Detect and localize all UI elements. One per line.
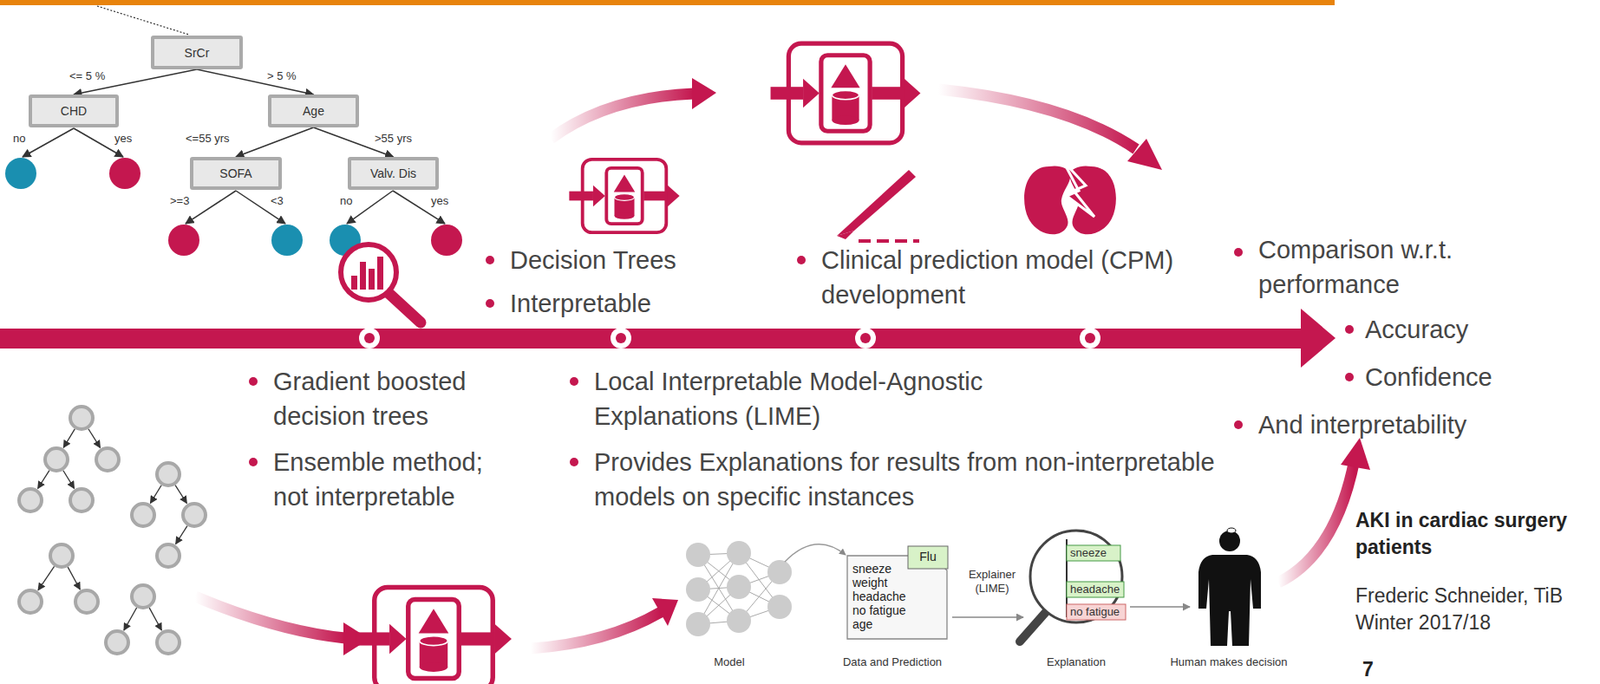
caption-label: Human makes decision	[1163, 655, 1294, 670]
branch-label: yes	[114, 131, 132, 146]
branch-label: >=3	[169, 194, 190, 209]
node-text: Valv. Dis	[370, 166, 417, 181]
tree-link	[38, 470, 50, 490]
tree-node-icon	[45, 448, 68, 471]
feature-text: age	[852, 617, 873, 632]
bullet-text: Ensemble method; not interpretable	[273, 444, 508, 515]
caption-label: Data and Prediction	[835, 655, 949, 670]
decision-node: CHD	[28, 94, 119, 128]
node-text: CHD	[60, 104, 87, 118]
branch-label: >55 yrs	[372, 131, 414, 146]
bullet-text: Clinical prediction model (CPM) developm…	[821, 242, 1186, 313]
branch-label: yes	[431, 194, 449, 209]
neuron	[685, 577, 711, 602]
tree-node-icon	[131, 585, 155, 608]
neuron	[726, 608, 752, 634]
tree-node-icon	[156, 463, 180, 486]
feature-text: sneeze	[852, 561, 892, 576]
feature-text: no fatigue	[852, 603, 907, 618]
neuron	[767, 594, 792, 620]
tree-link	[63, 470, 75, 490]
tree-node-icon	[156, 631, 180, 654]
bullet-text: Confidence	[1364, 359, 1565, 395]
branch-label: no	[13, 131, 26, 146]
tree-link	[176, 526, 188, 545]
tree-node-icon	[96, 448, 119, 471]
tree-node-icon	[156, 544, 180, 568]
slide-title: AKI in cardiac surgery patients	[1355, 507, 1581, 562]
tree-node-icon	[182, 503, 206, 527]
tree-branch	[196, 69, 314, 95]
caption-label: Explanation	[1037, 655, 1116, 670]
tree-node-icon	[70, 406, 93, 430]
caption-label: Model	[703, 655, 756, 670]
explanation-bar-text: no fatigue	[1070, 605, 1120, 620]
node-text: SrCr	[184, 45, 210, 60]
bullet-text: Provides Explanations for results from n…	[594, 444, 1219, 515]
bullet-text: Comparison w.r.t. performance	[1258, 232, 1554, 302]
tree-link	[149, 607, 162, 631]
tree-node-icon	[50, 544, 73, 568]
bullet-text: Local Interpretable Model-Agnostic Expla…	[594, 364, 1132, 434]
neuron	[767, 560, 792, 585]
tree-link	[63, 429, 75, 448]
arrow-label: Explainer (LIME)	[957, 568, 1027, 596]
tree-link	[150, 485, 162, 504]
branch-label: <3	[270, 194, 284, 209]
page-number: 7	[1362, 656, 1374, 684]
tree-branch	[235, 127, 314, 157]
tree-node-icon	[131, 503, 155, 527]
neuron	[726, 541, 752, 566]
decision-node: Age	[267, 94, 360, 128]
node-text: Age	[302, 104, 325, 118]
tree-link	[124, 607, 138, 631]
decision-node: Valv. Dis	[347, 156, 439, 190]
explanation-bar-text: sneeze	[1070, 546, 1107, 561]
tree-node-icon	[19, 590, 42, 614]
feature-text: weight	[852, 575, 888, 590]
explanation-bar-text: headache	[1070, 582, 1120, 597]
branch-label: > 5 %	[265, 69, 299, 84]
neuron	[685, 612, 711, 637]
tree-link	[67, 567, 80, 590]
neuron	[726, 574, 752, 600]
neuron	[685, 542, 711, 568]
bullet-text: Interpretable	[509, 286, 823, 321]
tree-link	[38, 566, 55, 590]
bullet-text: Decision Trees	[509, 242, 823, 278]
branch-label: <= 5 %	[67, 69, 107, 84]
tree-link	[88, 429, 101, 449]
author-note: Frederic Schneider, TiB Winter 2017/18	[1355, 582, 1564, 637]
prediction-tag: Flu	[907, 549, 948, 564]
decision-node: SOFA	[189, 156, 282, 190]
tree-node-icon	[70, 489, 93, 512]
bullet-text: Accuracy	[1364, 312, 1565, 347]
tree-node-icon	[75, 590, 98, 614]
tree-node-icon	[105, 631, 129, 654]
feature-text: headache	[852, 589, 907, 604]
branch-label: <=55 yrs	[183, 131, 232, 146]
branch-label: no	[339, 194, 353, 209]
decision-node: SrCr	[150, 35, 243, 70]
tree-node-icon	[19, 489, 42, 512]
node-text: SOFA	[219, 166, 252, 181]
tree-link	[175, 485, 187, 504]
bullet-text: And interpretability	[1258, 407, 1588, 443]
bullet-text: Gradient boosted decision trees	[273, 364, 534, 434]
